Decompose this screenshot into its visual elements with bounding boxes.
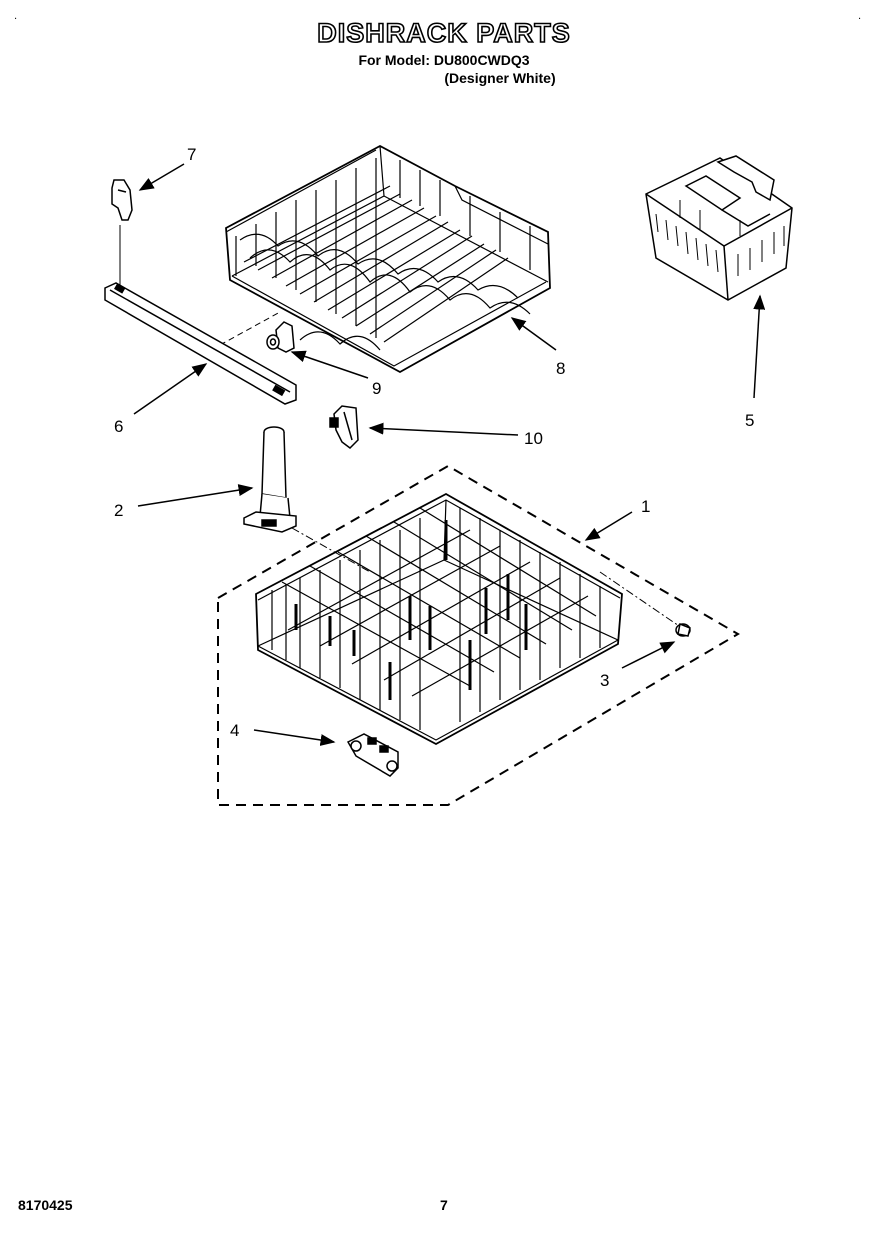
callout-5: 5: [745, 411, 754, 430]
callout-2: 2: [114, 501, 123, 520]
silverware-basket-part: [645, 155, 793, 301]
callout-4: 4: [230, 721, 239, 740]
callout-3: 3: [600, 671, 609, 690]
upper-dishrack-part: [225, 144, 551, 374]
leader-arrow-1: [584, 511, 633, 541]
model-line: For Model: DU800CWDQ3: [358, 52, 530, 68]
corner-mark-top-right: ·: [858, 14, 862, 25]
assembly-line-track-rack: [219, 311, 281, 346]
wash-tower-part: [243, 426, 297, 533]
lower-dishrack-part: [255, 492, 623, 746]
rack-track-part: [104, 282, 297, 405]
callout-1: 1: [641, 497, 650, 516]
page-title: DISHRACK PARTS: [316, 17, 571, 49]
document-code: 8170425: [18, 1197, 73, 1213]
roller-bracket-part: [346, 733, 399, 777]
track-end-clip-part: [329, 405, 359, 449]
lower-rack-dashed-boundary: [217, 464, 740, 806]
leader-arrow-3: [621, 641, 676, 669]
track-stop-part: [111, 179, 133, 221]
variant-line: (Designer White): [444, 70, 556, 86]
leader-arrow-6: [133, 363, 208, 415]
leader-arrow-4: [253, 729, 336, 746]
leader-arrow-9: [290, 350, 369, 379]
callout-7: 7: [187, 145, 196, 164]
assembly-line-post-rack: [291, 527, 371, 573]
callout-10: 10: [524, 429, 543, 448]
corner-mark-top-left: ·: [14, 14, 18, 25]
leader-arrow-8: [510, 317, 557, 351]
assembly-line-rack-roller: [599, 571, 683, 629]
page-number: 7: [440, 1197, 448, 1213]
upper-roller-part: [266, 321, 295, 353]
leader-arrow-7: [138, 163, 185, 191]
lower-roller-part: [675, 622, 691, 637]
leader-arrow-2: [137, 484, 254, 507]
leader-arrow-5: [753, 294, 766, 399]
leader-arrow-10: [368, 422, 519, 436]
callout-9: 9: [372, 379, 381, 398]
callout-6: 6: [114, 417, 123, 436]
callout-8: 8: [556, 359, 565, 378]
